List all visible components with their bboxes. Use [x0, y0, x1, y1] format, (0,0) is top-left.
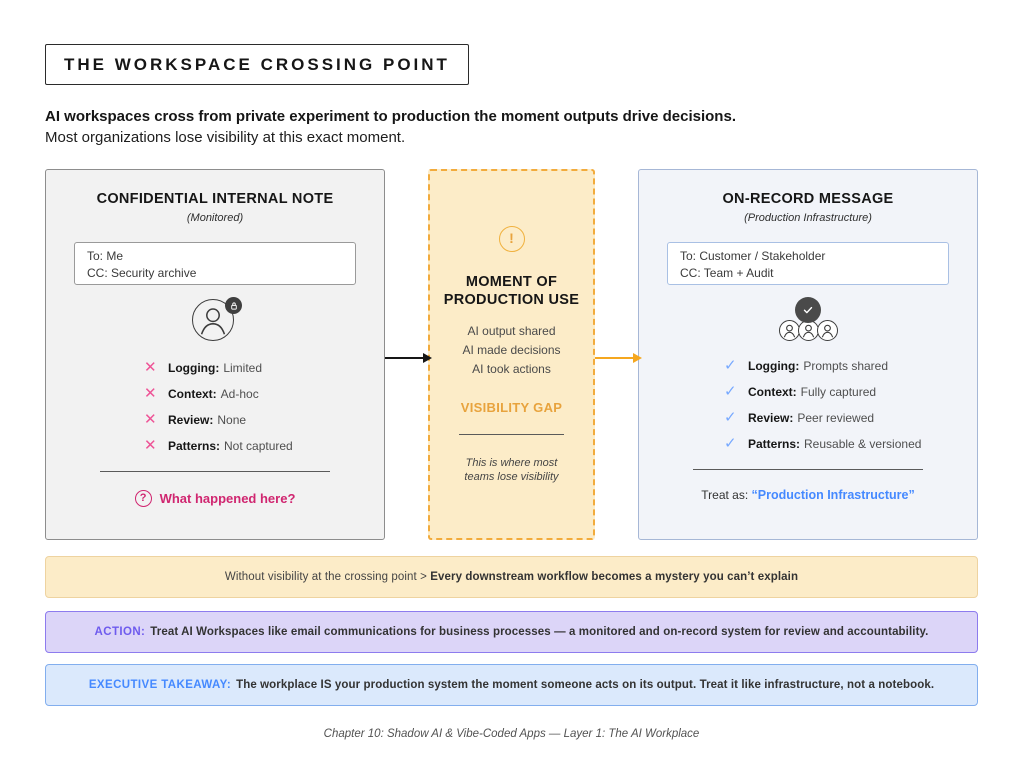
item-label: Context:: [168, 386, 217, 401]
moment-title-line1: MOMENT OF: [465, 274, 558, 290]
confidential-note-subtitle: (Monitored): [186, 212, 244, 224]
executive-banner-label: EXECUTIVE TAKEAWAY:: [88, 679, 232, 691]
confidential-note-panel: CONFIDENTIAL INTERNAL NOTE (Monitored) T…: [45, 169, 385, 540]
moment-item: AI made decisions: [462, 343, 561, 357]
checklist-row: ✕ Context: Ad-hoc: [144, 385, 384, 402]
divider: [693, 469, 923, 470]
person-icon: [778, 320, 800, 341]
checklist-row: ✕ Logging: Limited: [144, 359, 384, 376]
item-label: Review:: [748, 410, 794, 425]
treat-as-prefix: Treat as:: [701, 488, 749, 502]
item-label: Context:: [748, 384, 797, 399]
checklist-row: ✕ Patterns: Not captured: [144, 437, 384, 454]
item-value: Peer reviewed: [797, 410, 875, 425]
subtitle-line-regular: Most organizations lose visibility at th…: [45, 129, 406, 146]
item-label: Patterns:: [748, 436, 801, 451]
action-banner-label: ACTION:: [94, 626, 146, 638]
item-value: Fully captured: [800, 384, 877, 399]
arrow-middle-to-right: [595, 353, 642, 363]
on-record-subtitle: (Production Infrastructure): [744, 212, 872, 224]
visibility-gap-label: VISIBILITY GAP: [460, 400, 563, 415]
action-banner-text: Treat AI Workspaces like email communica…: [150, 626, 929, 638]
on-record-message-panel: ON-RECORD MESSAGE (Production Infrastruc…: [638, 169, 978, 540]
check-icon: ✓: [724, 383, 737, 400]
visibility-note: This is where most teams lose visibility: [430, 457, 593, 484]
treat-as-row: Treat as: “Production Infrastructure”: [639, 488, 977, 502]
item-label: Logging:: [748, 358, 800, 373]
item-label: Patterns:: [168, 438, 221, 453]
on-record-title: ON-RECORD MESSAGE: [722, 191, 894, 207]
lock-badge-icon: [225, 297, 242, 314]
confidential-note-title: CONFIDENTIAL INTERNAL NOTE: [96, 191, 334, 207]
divider: [459, 434, 564, 435]
audit-icon-group: [639, 297, 977, 341]
visibility-note-line1: This is where most: [465, 457, 558, 469]
check-icon: ✓: [724, 357, 737, 374]
to-line: To: Me: [87, 249, 124, 263]
recipient-box-on-record: To: Customer / Stakeholder CC: Team + Au…: [667, 242, 949, 285]
check-icon: ✓: [724, 435, 737, 452]
item-label: Logging:: [168, 360, 220, 375]
x-icon: ✕: [144, 359, 157, 376]
moment-title-line2: PRODUCTION USE: [443, 292, 580, 308]
x-icon: ✕: [144, 437, 157, 454]
person-icon: [797, 320, 819, 341]
page-title: THE WORKSPACE CROSSING POINT: [45, 44, 469, 85]
action-banner: ACTION: Treat AI Workspaces like email c…: [45, 611, 978, 653]
to-line: To: Customer / Stakeholder: [680, 249, 826, 263]
warning-banner-bold: Every downstream workflow becomes a myst…: [430, 571, 799, 583]
arrow-line: [385, 353, 432, 363]
subtitle-line-bold: AI workspaces cross from private experim…: [45, 108, 736, 125]
moment-item: AI output shared: [467, 324, 556, 338]
page-title-text: THE WORKSPACE CROSSING POINT: [64, 55, 450, 74]
confidential-checklist: ✕ Logging: Limited ✕ Context: Ad-hoc ✕ R…: [46, 359, 384, 454]
checklist-row: ✓ Context: Fully captured: [724, 383, 977, 400]
treat-as-value: “Production Infrastructure”: [751, 488, 915, 502]
arrow-line: [595, 353, 642, 363]
warning-icon: !: [498, 226, 525, 252]
footer-caption: Chapter 10: Shadow AI & Vibe-Coded Apps …: [323, 728, 700, 740]
divider: [100, 471, 330, 472]
item-value: Not captured: [224, 438, 293, 453]
person-icon: [192, 299, 234, 341]
arrow-left-to-middle: [385, 353, 432, 363]
checklist-row: ✕ Review: None: [144, 411, 384, 428]
page-subtitle: AI workspaces cross from private experim…: [45, 106, 978, 148]
recipient-box-internal: To: Me CC: Security archive: [74, 242, 356, 285]
checklist-row: ✓ Patterns: Reusable & versioned: [724, 435, 977, 452]
person-lock-icon-group: [192, 297, 242, 343]
item-value: Limited: [223, 360, 262, 375]
moment-item: AI took actions: [472, 362, 551, 376]
warning-banner: Without visibility at the crossing point…: [45, 556, 978, 598]
item-value: Ad-hoc: [220, 386, 259, 401]
checklist-row: ✓ Review: Peer reviewed: [724, 409, 977, 426]
executive-takeaway-banner: EXECUTIVE TAKEAWAY: The workplace IS you…: [45, 664, 978, 706]
item-value: Reusable & versioned: [804, 436, 922, 451]
question-row: ? What happened here?: [46, 490, 384, 507]
checklist-row: ✓ Logging: Prompts shared: [724, 357, 977, 374]
x-icon: ✕: [144, 411, 157, 428]
moment-title: MOMENT OF PRODUCTION USE: [430, 273, 593, 309]
moment-item-list: AI output shared AI made decisions AI to…: [430, 322, 593, 379]
cc-line: CC: Team + Audit: [680, 265, 774, 280]
x-icon: ✕: [144, 385, 157, 402]
person-icon: [816, 320, 838, 341]
check-icon: ✓: [724, 409, 737, 426]
on-record-checklist: ✓ Logging: Prompts shared ✓ Context: Ful…: [639, 357, 977, 452]
cc-line: CC: Security archive: [87, 265, 197, 280]
crossing-point-panels: CONFIDENTIAL INTERNAL NOTE (Monitored) T…: [45, 169, 978, 540]
visibility-note-line2: teams lose visibility: [464, 470, 559, 483]
question-text: What happened here?: [159, 491, 296, 506]
moment-of-production-panel: ! MOMENT OF PRODUCTION USE AI output sha…: [428, 169, 595, 540]
item-value: None: [217, 412, 247, 427]
item-value: Prompts shared: [803, 358, 889, 373]
question-mark-icon: ?: [134, 490, 152, 507]
executive-banner-text: The workplace IS your production system …: [236, 679, 935, 691]
check-circle-icon: [795, 297, 821, 323]
warning-banner-prefix: Without visibility at the crossing point…: [224, 571, 431, 583]
item-label: Review:: [168, 412, 214, 427]
people-row: [639, 320, 977, 341]
